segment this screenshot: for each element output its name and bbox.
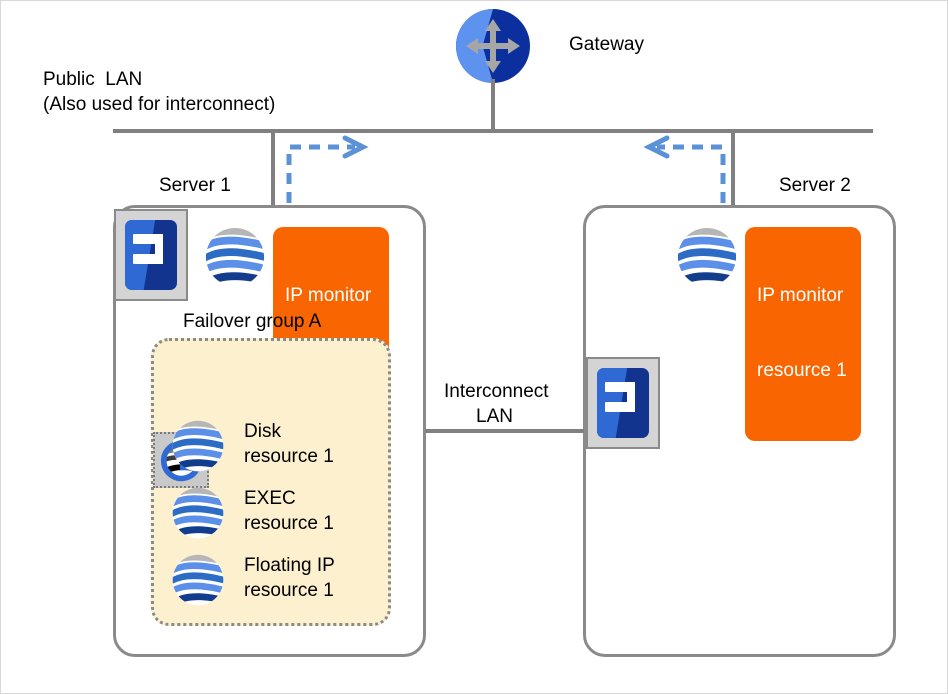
server-2-ip-monitor-label-line2: resource 1 <box>757 360 847 381</box>
server-2-ip-monitor-globe-icon <box>677 227 737 287</box>
failover-resource-0-label-line2: resource 1 <box>244 446 334 467</box>
arrow-server1-outbound <box>286 135 369 203</box>
server-icon-bar-top <box>133 234 163 244</box>
public-lan-bar <box>113 129 873 133</box>
gateway-arrows-icon <box>466 19 520 73</box>
failover-resource-2-label-line1: Floating IP <box>244 555 335 576</box>
public-lan-label-line1: Public LAN <box>43 69 143 90</box>
server-icon-stem <box>627 382 635 412</box>
arrow-server2-inbound <box>643 135 726 203</box>
server-2-label: Server 2 <box>779 175 851 196</box>
interconnect-lan-wire <box>425 429 584 433</box>
failover-resource-2-label-line2: resource 1 <box>244 580 334 601</box>
server-icon-bar-top <box>605 382 635 392</box>
public-lan-label-line2: (Also used for interconnect) <box>43 94 276 115</box>
failover-resource-1-globe-icon <box>172 487 224 539</box>
failover-resource-2-globe-icon <box>172 554 224 606</box>
server-icon-stem <box>155 234 163 264</box>
server-1-machine-icon <box>114 209 188 301</box>
server-2-machine-icon <box>586 357 660 449</box>
server-icon-bar-bottom <box>605 402 635 412</box>
server-2-ip-monitor-badge: IP monitor resource 1 <box>745 227 861 441</box>
failover-group-a-label: Failover group A <box>183 311 322 332</box>
server-1-machine-icon-body <box>125 220 177 290</box>
failover-resource-0-globe-icon <box>172 420 224 472</box>
server-1-ip-monitor-globe-icon <box>205 227 265 287</box>
server-1-ip-monitor-label-line1: IP monitor <box>285 285 372 306</box>
gateway-drop-wire <box>491 79 495 132</box>
interconnect-lan-label-line2: LAN <box>476 406 513 427</box>
failover-resource-0-label-line1: Disk <box>244 421 281 442</box>
server-2-ip-monitor-label-line1: IP monitor <box>757 285 844 306</box>
failover-resource-1-label-line2: resource 1 <box>244 513 334 534</box>
server-2-machine-icon-body <box>597 368 649 438</box>
server-2-lan-drop-wire <box>731 132 735 208</box>
gateway-icon <box>456 9 530 83</box>
failover-resource-1-label-line1: EXEC <box>244 488 296 509</box>
interconnect-lan-label-line1: Interconnect <box>444 381 549 402</box>
server-1-lan-drop-wire <box>271 132 275 208</box>
gateway-label: Gateway <box>569 34 644 55</box>
server-1-label: Server 1 <box>159 175 231 196</box>
server-icon-bar-bottom <box>133 254 163 264</box>
